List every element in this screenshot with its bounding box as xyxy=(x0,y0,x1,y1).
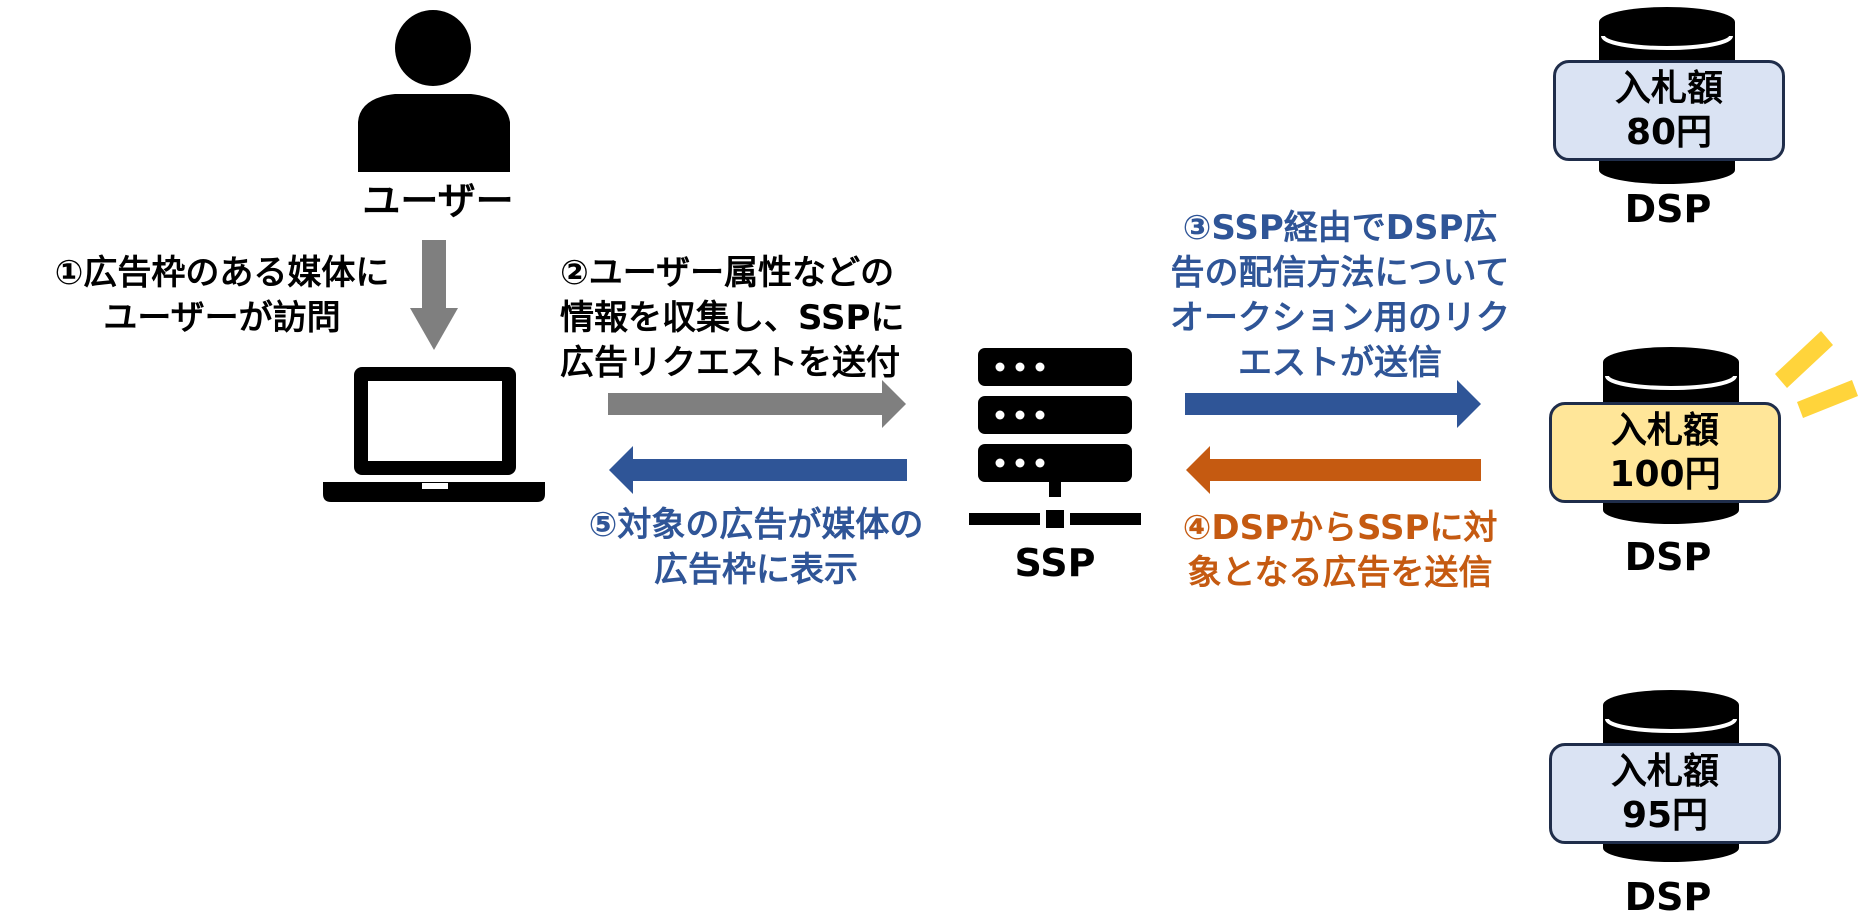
step2-text: ②ユーザー属性などの 情報を収集し、SSPに 広告リクエストを送付 xyxy=(560,253,905,383)
dsp-label: DSP xyxy=(1624,535,1712,579)
step1-text: ①広告枠のある媒体に ユーザーが訪問 xyxy=(54,253,390,338)
highlight-icon xyxy=(1775,331,1858,418)
bid-badge: 入札額 95円 xyxy=(1549,743,1781,844)
step4-text: ④DSPからSSPに対 象となる広告を送信 xyxy=(1182,508,1498,593)
arrow-step2 xyxy=(608,380,906,428)
step3-text: ③SSP経由でDSP広 告の配信方法について オークション用のリク エストが送信 xyxy=(1170,208,1510,383)
bid-value: 80円 xyxy=(1625,111,1713,153)
dsp-label: DSP xyxy=(1624,875,1712,919)
bid-badge: 入札額 80円 xyxy=(1553,60,1785,161)
bid-label: 入札額 xyxy=(1610,409,1719,451)
arrow-step4 xyxy=(1186,446,1481,494)
step5-text: ⑤対象の広告が媒体の 広告枠に表示 xyxy=(588,505,924,590)
person-icon xyxy=(358,10,510,172)
bid-value: 95円 xyxy=(1621,794,1709,836)
ssp-label: SSP xyxy=(1014,541,1096,585)
bid-value: 100円 xyxy=(1609,453,1721,495)
bid-label: 入札額 xyxy=(1610,750,1719,792)
dsp-label: DSP xyxy=(1624,187,1712,231)
bid-label: 入札額 xyxy=(1614,67,1723,109)
arrow-user-to-laptop xyxy=(410,240,458,350)
server-icon xyxy=(969,348,1141,528)
user-label: ユーザー xyxy=(362,179,514,223)
bid-badge-winner: 入札額 100円 xyxy=(1549,402,1781,503)
arrow-step3 xyxy=(1185,380,1481,428)
arrow-step5 xyxy=(609,446,907,494)
laptop-icon xyxy=(323,367,545,502)
